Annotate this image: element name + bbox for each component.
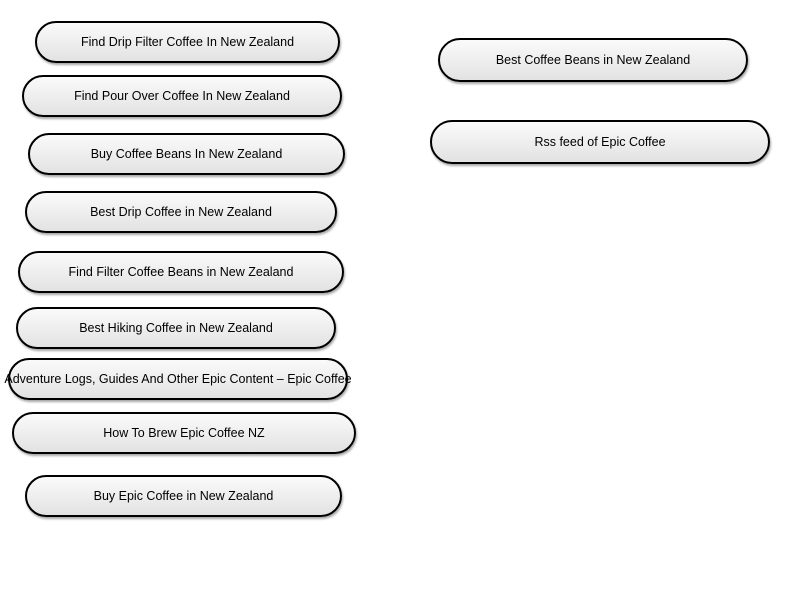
sitemap-node-label: Rss feed of Epic Coffee xyxy=(534,135,666,149)
sitemap-node-best-coffee-beans[interactable]: Best Coffee Beans in New Zealand xyxy=(438,38,748,82)
sitemap-node-label: Buy Epic Coffee in New Zealand xyxy=(93,489,274,503)
sitemap-node-how-to-brew[interactable]: How To Brew Epic Coffee NZ xyxy=(12,412,356,454)
sitemap-node-rss-feed[interactable]: Rss feed of Epic Coffee xyxy=(430,120,770,164)
sitemap-node-label: Find Filter Coffee Beans in New Zealand xyxy=(68,265,294,279)
sitemap-node-label: How To Brew Epic Coffee NZ xyxy=(103,426,265,440)
sitemap-node-best-drip-coffee[interactable]: Best Drip Coffee in New Zealand xyxy=(25,191,337,233)
sitemap-node-adventure-logs[interactable]: Adventure Logs, Guides And Other Epic Co… xyxy=(4,358,352,400)
sitemap-node-label: Best Drip Coffee in New Zealand xyxy=(90,205,272,219)
sitemap-node-label: Best Hiking Coffee in New Zealand xyxy=(79,321,273,335)
sitemap-node-hiking-coffee[interactable]: Best Hiking Coffee in New Zealand xyxy=(16,307,336,349)
sitemap-node-label: Buy Coffee Beans In New Zealand xyxy=(90,147,283,161)
sitemap-node-pour-over[interactable]: Find Pour Over Coffee In New Zealand xyxy=(22,75,342,117)
sitemap-node-label: Find Pour Over Coffee In New Zealand xyxy=(74,89,290,103)
sitemap-node-filter-coffee-beans[interactable]: Find Filter Coffee Beans in New Zealand xyxy=(18,251,344,293)
sitemap-node-buy-epic-coffee[interactable]: Buy Epic Coffee in New Zealand xyxy=(25,475,342,517)
sitemap-node-buy-coffee-beans[interactable]: Buy Coffee Beans In New Zealand xyxy=(28,133,345,175)
sitemap-node-drip-filter[interactable]: Find Drip Filter Coffee In New Zealand xyxy=(35,21,340,63)
sitemap-node-label: Best Coffee Beans in New Zealand xyxy=(495,53,691,67)
sitemap-node-label: Adventure Logs, Guides And Other Epic Co… xyxy=(4,372,352,386)
sitemap-node-label: Find Drip Filter Coffee In New Zealand xyxy=(80,35,295,49)
